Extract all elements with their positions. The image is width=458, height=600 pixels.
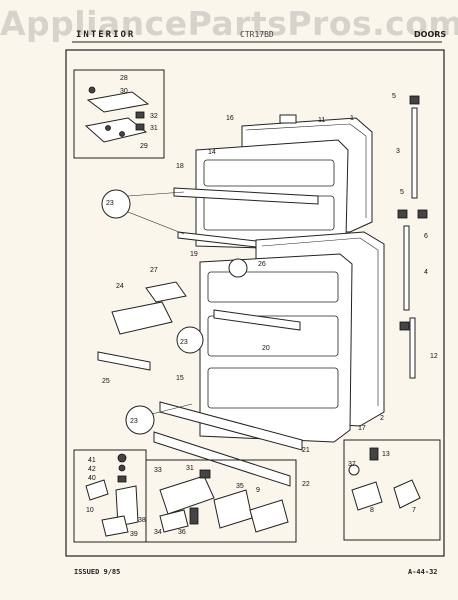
callout-15: 15 [176,375,184,382]
screw-13[interactable] [369,447,379,461]
callout-20: 20 [262,345,270,352]
food-door-liner[interactable] [199,253,353,443]
cap-41[interactable] [117,453,127,463]
callout-18: 18 [176,163,184,170]
callout-23b: 23 [180,339,188,346]
callout-21: 21 [302,447,310,454]
callout-5b: 5 [400,189,404,196]
door-trim-22[interactable] [153,431,291,487]
handle-insert-11[interactable] [279,114,297,124]
door-bar-21[interactable] [159,401,303,451]
callout-27: 27 [150,267,158,274]
callout-22: 22 [302,481,310,488]
callout-42: 42 [88,466,96,473]
callout-9: 9 [256,487,260,494]
callout-6: 6 [424,233,428,240]
inset-bottom-hinge-left [73,449,147,543]
top-hinge-plate[interactable] [86,91,150,113]
diagram-frame [65,49,445,557]
callout-31b: 31 [186,465,194,472]
watermark: AppliancePartsPros.com [0,4,458,43]
inset-bottom-hinge-center [145,459,297,543]
callout-28: 28 [120,75,128,82]
screw-30[interactable] [88,86,96,94]
callout-33: 33 [154,467,162,474]
spacer-34[interactable] [159,509,189,533]
detail-circle-23-lower [125,405,155,435]
bracket-7[interactable] [393,479,421,509]
freezer-shelf-bar-18[interactable] [173,187,319,205]
bushing-31[interactable] [135,123,145,131]
callout-17: 17 [358,425,366,432]
header-section-label: INTERIOR [76,30,136,40]
hinge-pin-5-mid[interactable] [397,209,408,219]
callout-8: 8 [370,507,374,514]
bushing-40[interactable] [117,475,127,483]
trim-strip-25[interactable] [97,351,151,371]
callout-26: 26 [258,261,266,268]
detail-circle-26 [228,258,248,278]
hinge-shim-9[interactable] [249,499,289,533]
bottom-hinge-plate-33[interactable] [159,475,215,515]
hinge-plate-39[interactable] [101,515,129,537]
issued-date: ISSUED 9/85 [74,568,121,576]
callout-23c: 23 [130,418,138,425]
hinge-rod-3[interactable] [411,107,418,199]
callout-39: 39 [130,531,138,538]
inset-bottom-right [343,439,441,541]
callout-30: 30 [120,88,128,95]
butter-compartment-24[interactable] [111,301,173,335]
header-page-label: DOORS [414,30,447,39]
detail-circle-23-upper [101,189,131,219]
callout-11: 11 [318,117,325,124]
callout-7: 7 [412,507,416,514]
callout-14: 14 [208,149,216,156]
hinge-bushing[interactable] [399,321,410,331]
callout-19: 19 [190,251,198,258]
callout-40: 40 [88,475,96,482]
food-shelf-bar-20[interactable] [213,309,301,331]
detail-circle-23-middle [176,326,204,354]
callout-2: 2 [380,415,384,422]
callout-10: 10 [86,507,94,514]
callout-38: 38 [138,517,146,524]
bracket-8[interactable] [351,481,383,511]
callout-4: 4 [424,269,428,276]
callout-13: 13 [382,451,390,458]
callout-5a: 5 [392,93,396,100]
callout-29: 29 [140,143,148,150]
callout-25: 25 [102,378,110,385]
bushing-31b[interactable] [199,469,211,479]
callout-23a: 23 [106,200,114,207]
bushing-32[interactable] [135,111,145,119]
pin-36[interactable] [189,507,199,525]
diagram-code: A-44-32 [408,568,438,576]
callout-1: 1 [350,115,354,122]
hinge-cap-6[interactable] [417,209,428,219]
washer-42[interactable] [118,464,126,472]
callout-3: 3 [396,148,400,155]
callout-36: 36 [178,529,186,536]
hinge-pin-5-top[interactable] [409,95,420,105]
callout-34: 34 [154,529,162,536]
callout-37: 37 [348,461,356,468]
rod-12[interactable] [409,317,416,379]
callout-41: 41 [88,457,96,464]
callout-35: 35 [236,483,244,490]
hinge-35[interactable] [213,489,253,529]
callout-24: 24 [116,283,124,290]
header-model-label: CTR17BD [240,30,274,39]
hinge-10[interactable] [85,479,109,501]
callout-12: 12 [430,353,438,360]
inset-top-hinge [73,69,165,159]
callout-16: 16 [226,115,234,122]
hinge-shim-29[interactable] [84,117,148,143]
callout-32: 32 [150,113,158,120]
callout-31a: 31 [150,125,158,132]
hinge-rod-4[interactable] [403,225,410,311]
cap-37[interactable] [348,464,360,476]
butter-door-27[interactable] [145,281,187,303]
